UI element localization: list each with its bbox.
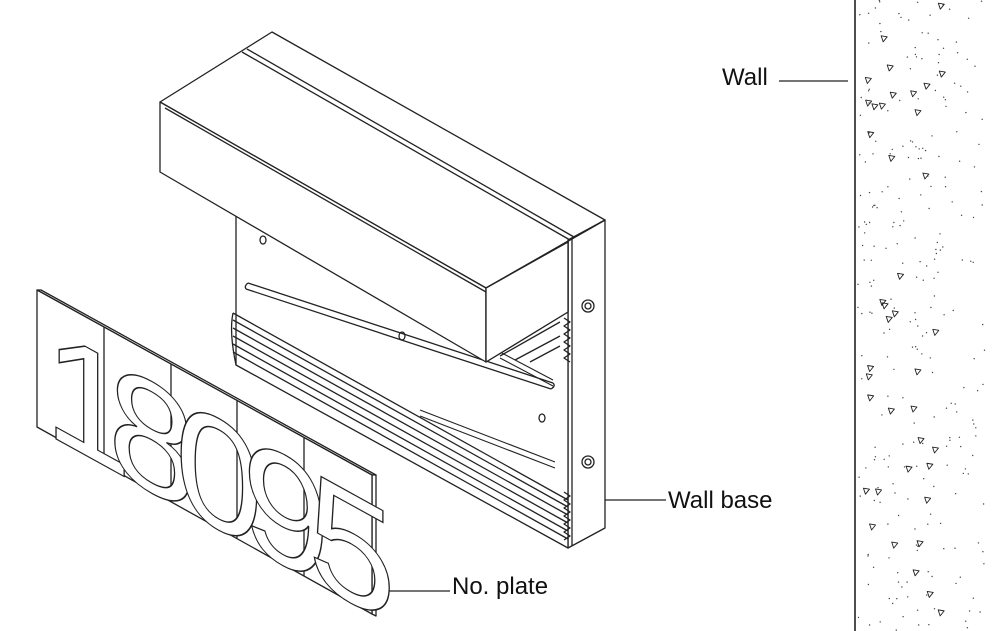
wall bbox=[854, 0, 986, 631]
wall-base-label: Wall base bbox=[668, 487, 773, 514]
mailbox-body bbox=[159, 31, 606, 363]
digit-5: 5 bbox=[308, 435, 396, 631]
wall-texture bbox=[857, 0, 986, 631]
screw-top bbox=[581, 299, 595, 313]
screw-bottom bbox=[581, 455, 595, 469]
number-plate-label: No. plate bbox=[452, 573, 549, 600]
wall-label: Wall bbox=[722, 64, 768, 91]
number-plate bbox=[36, 289, 377, 617]
